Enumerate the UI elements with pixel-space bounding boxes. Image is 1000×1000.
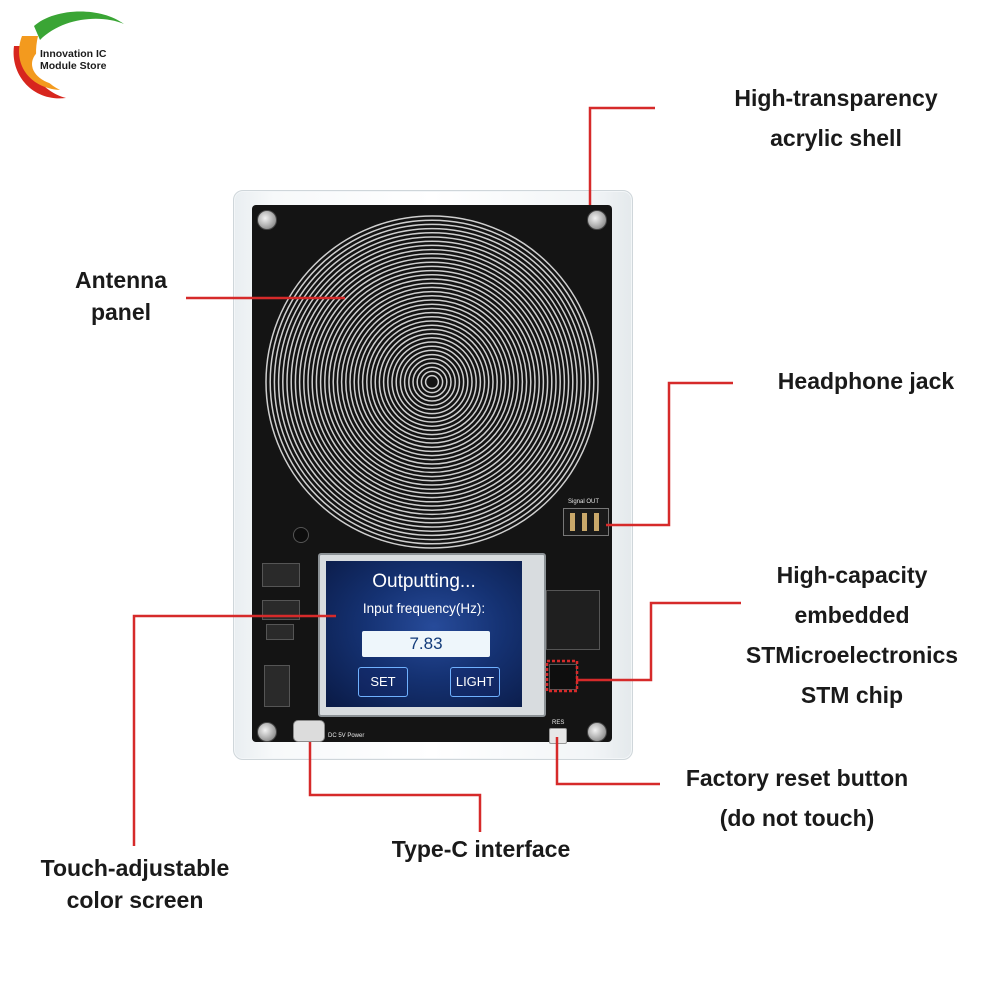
coil-ring [408,358,456,406]
logo-line-2: Module Store [40,60,107,72]
callout-stm-line-2: embedded [794,602,910,628]
callout-antenna-line-1: Antenna [75,267,167,293]
coil-ring [273,223,591,541]
coil-ring [370,320,494,444]
callout-stm-line-1: High-capacity [776,562,928,588]
coil-ring [311,261,553,503]
res-label: RES [552,720,565,726]
coil-ring [294,244,570,520]
coil-ring [412,362,452,402]
logo-line-1: Innovation IC [40,48,107,60]
sensor-component [293,527,309,543]
callout-stm-line-4: STM chip [800,682,904,708]
capacitor-group [262,563,300,587]
coil-ring [357,307,507,457]
signal-out-label: Signal OUT [568,499,600,505]
coil-ring [298,248,566,516]
leader-headphone-jack [606,381,733,527]
coil-ring [399,349,465,415]
callout-screen-line-1: Touch-adjustable [40,855,230,881]
coil-ring [361,311,503,453]
coil-ring [324,274,540,490]
touch-screen[interactable]: Outputting... Input frequency(Hz): 7.83 … [326,561,522,707]
screw-bottom-left [257,722,277,742]
jack-pin [594,513,599,531]
coil-ring [265,215,599,549]
coil-ring [391,341,473,423]
stm-chip [549,664,577,690]
coil-ring [387,337,477,427]
coil-ring [319,269,545,495]
power-components [264,665,290,707]
coil-ring [416,366,448,398]
coil-ring [277,227,587,537]
callout-antenna-line-2: panel [90,299,152,325]
coil-ring [424,374,440,390]
coil-ring [374,324,490,440]
callout-touch-screen: Touch-adjustable color screen [12,852,258,916]
screw-top-right [587,210,607,230]
coil-ring [332,282,532,482]
jack-pin [582,513,587,531]
set-button[interactable]: SET [358,667,408,697]
coil-ring [403,353,461,411]
coil-ring [290,240,574,524]
coil-ring [269,219,595,545]
antenna-coil [265,215,599,549]
leader-stm-chip [576,601,741,682]
coil-ring [286,236,578,528]
callout-acrylic-line-2: acrylic shell [770,125,902,151]
logo-text: Innovation IC Module Store [40,48,107,72]
callout-headphone-jack: Headphone jack [745,361,987,401]
leader-touch-screen [132,614,336,846]
leader-type-c [308,742,482,832]
screen-status-text: Outputting... [372,571,476,592]
stm-chip-highlight [545,659,579,693]
callout-reset-line-1: Factory reset button [685,765,909,791]
coil-ring [315,265,549,499]
callout-typec-line-1: Type-C interface [391,836,571,862]
coil-ring [303,253,561,511]
callout-stm-line-3: STMicroelectronics [745,642,959,668]
store-logo: Innovation IC Module Store [4,6,126,102]
logo-emblem [13,11,124,99]
regulator-chip [266,624,294,640]
coil-ring [353,303,511,461]
light-button[interactable]: LIGHT [450,667,500,697]
callout-stm-chip: High-capacity embedded STMicroelectronic… [710,555,994,715]
coil-ring [340,290,524,474]
coil-ring [420,370,444,394]
screw-bottom-right [587,722,607,742]
callout-acrylic-line-1: High-transparency [734,85,938,111]
frequency-value-field[interactable]: 7.83 [362,631,490,657]
coil-ring [349,299,515,465]
headphone-jack [563,508,609,536]
coil-ring [366,316,498,448]
coil-ring [328,278,536,486]
coil-ring [307,257,557,507]
callout-antenna-panel: Antenna panel [58,264,184,328]
screw-top-left [257,210,277,230]
leader-acrylic-shell [588,106,655,205]
screen-frequency-prompt: Input frequency(Hz): [362,601,486,616]
coil-ring [382,332,482,432]
coil-ring [378,328,486,436]
dc-power-label: DC 5V Power [328,733,365,739]
callout-screen-line-2: color screen [66,887,204,913]
callout-acrylic-shell: High-transparency acrylic shell [705,78,967,158]
leader-reset-button [555,737,660,786]
callout-reset-line-2: (do not touch) [719,805,875,831]
coil-ring [336,286,528,478]
passive-components [546,590,600,650]
callout-headphone-line-1: Headphone jack [777,368,955,394]
type-c-port [293,720,325,742]
coil-ring [395,345,469,419]
coil-ring [345,295,519,469]
coil-ring [282,232,582,532]
callout-type-c: Type-C interface [368,829,594,869]
jack-pin [570,513,575,531]
callout-reset-button: Factory reset button (do not touch) [662,758,932,838]
